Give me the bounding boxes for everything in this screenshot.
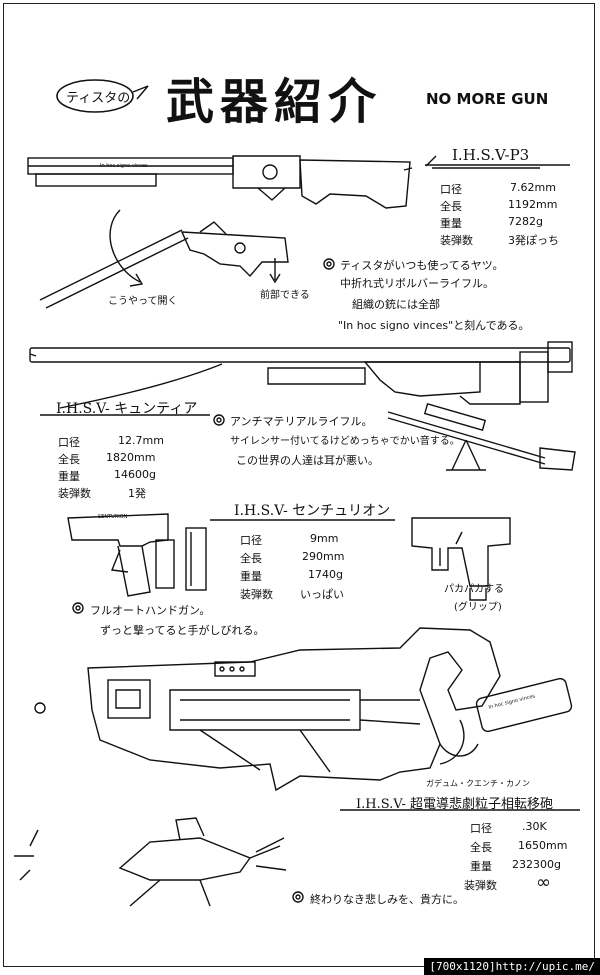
spec-value: いっぱい: [300, 588, 344, 601]
spec-value: .30K: [522, 820, 547, 833]
spec-label: 全長: [470, 841, 492, 854]
spec-value: 7282g: [508, 215, 543, 228]
spec-label: 重量: [58, 470, 80, 483]
centurion-engraving: SENTURION: [98, 514, 128, 520]
quintia-note: アンチマテリアルライフル。: [230, 415, 373, 428]
p3-rifle-illustration: [27, 155, 540, 309]
spec-label: 口径: [440, 183, 462, 196]
spec-value: ∞: [536, 872, 551, 893]
p3-engraving: In hoc signo vinces: [100, 163, 148, 169]
quintia-note: この世界の人達は耳が悪い。: [236, 454, 379, 467]
weapon-name-cannon: I.H.S.V- 超電導悲劇粒子相転移砲: [356, 797, 554, 812]
weapon-name-quintia: I.H.S.V- キュンティア: [56, 401, 198, 417]
cannon-ruby: ガデュム・クエンチ・カノン: [426, 779, 530, 788]
spec-label: 全長: [440, 200, 462, 213]
page-title: 武器紹介: [166, 74, 383, 130]
p3-note: 組織の銃には全部: [352, 298, 440, 311]
spec-label: 重量: [470, 860, 492, 873]
watermark: [700x1120]http://upic.me/: [424, 958, 600, 975]
quintia-note: サイレンサー付いてるけどめっちゃでかい音する。: [230, 436, 460, 447]
oval-label: ティスタの: [66, 91, 131, 106]
spec-label: 装弾数: [440, 234, 473, 247]
p3-note: ティスタがいつも使ってるヤツ。: [340, 259, 504, 272]
spec-label: 重量: [240, 570, 262, 583]
spec-value: 3発ぽっち: [508, 234, 559, 247]
spec-label: 重量: [440, 217, 462, 230]
spec-value: 1820mm: [106, 451, 156, 464]
spec-label: 全長: [58, 453, 80, 466]
spec-label: 装弾数: [58, 487, 91, 500]
spec-value: 290mm: [302, 550, 345, 563]
cannon-note: 終わりなき悲しみを、貴方に。: [310, 893, 464, 906]
p3-annotation-open: こうやって開く: [108, 296, 178, 307]
spec-label: 口径: [58, 436, 80, 449]
spec-value: 1192mm: [508, 198, 558, 211]
spec-label: 装弾数: [240, 588, 273, 601]
page-border: [3, 3, 595, 967]
quintia-rifle-illustration: [29, 341, 576, 471]
p3-note: "In hoc signo vinces"と刻んである。: [338, 319, 530, 332]
centurion-note: フルオートハンドガン。: [90, 604, 211, 617]
spec-value: 9mm: [310, 532, 339, 545]
spec-label: 口径: [470, 822, 492, 835]
quench-cannon-illustration: [14, 627, 573, 907]
spec-label: 全長: [240, 552, 262, 565]
spec-value: 232300g: [512, 858, 561, 871]
centurion-handgun-illustration: [67, 513, 511, 614]
spec-value: 14600g: [114, 468, 156, 481]
spec-value: 1650mm: [518, 839, 568, 852]
page-subtitle: NO MORE GUN: [426, 90, 549, 108]
centurion-annotation-grip-label: (グリップ): [454, 602, 502, 613]
spec-value: 7.62mm: [510, 181, 556, 194]
spec-value: 12.7mm: [118, 434, 164, 447]
p3-note: 中折れ式リボルバーライフル。: [340, 277, 494, 290]
centurion-note: ずっと撃ってると手がしびれる。: [100, 624, 265, 637]
spec-label: 装弾数: [464, 879, 497, 892]
spec-value: 1740g: [308, 568, 343, 581]
spec-label: 口径: [240, 534, 262, 547]
spec-value: 1発: [128, 487, 146, 500]
weapon-name-p3: I.H.S.V-P3: [452, 146, 530, 164]
weapon-name-centurion: I.H.S.V- センチュリオン: [234, 503, 391, 519]
p3-annotation-front: 前部できる: [260, 290, 310, 301]
centurion-annotation-grip: パカパカする: [444, 584, 504, 595]
